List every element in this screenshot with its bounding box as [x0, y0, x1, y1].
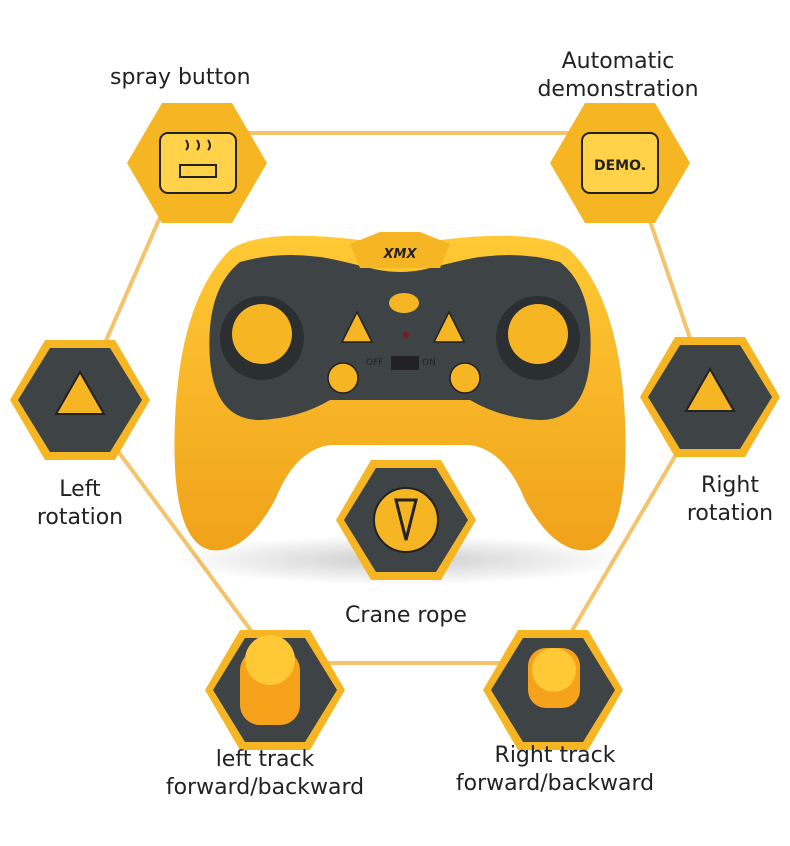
right-rotation-button[interactable] [432, 310, 466, 343]
switch-on-label: ON [422, 358, 436, 368]
label-line: rotation [686, 501, 774, 526]
label-line: rotation [36, 505, 124, 530]
controller: XMX [170, 232, 630, 585]
logo-plate [350, 232, 450, 268]
label-right-rotation: Right rotation [670, 472, 790, 528]
power-switch[interactable] [391, 356, 419, 370]
rotate-left-icon [54, 369, 106, 415]
controller-face [209, 255, 591, 420]
brand-logo: XMX [383, 247, 418, 262]
right-rotation-hex [640, 337, 780, 457]
label-spray: spray button [110, 65, 251, 90]
label-line: demonstration [537, 77, 699, 102]
left-track-hex [205, 630, 345, 750]
power-led [403, 332, 409, 338]
rope-up-button[interactable] [449, 362, 481, 394]
right-track-stick-icon [532, 648, 576, 692]
rope-down-button[interactable] [327, 362, 359, 394]
crane-down-button-face [373, 487, 439, 553]
label-left-rotation: Left rotation [20, 476, 140, 532]
switch-off-label: OFF [366, 358, 384, 368]
label-line: Left [59, 477, 101, 502]
crane-rope-hex [336, 460, 476, 580]
label-line: forward/backward [165, 775, 365, 800]
label-crane-rope: Crane rope [345, 603, 467, 628]
sound-button[interactable] [389, 293, 419, 313]
label-left-track: left track forward/backward [150, 746, 380, 802]
left-joystick[interactable] [232, 304, 292, 364]
crane-down-icon [394, 498, 418, 541]
left-track-stick-icon [245, 635, 295, 685]
demo-hex: DEMO. [550, 103, 690, 223]
right-joystick[interactable] [508, 304, 568, 364]
spray-hex [127, 103, 267, 223]
label-line: forward/backward [455, 771, 655, 796]
label-line: left track [215, 747, 315, 772]
label-right-track: Right track forward/backward [440, 742, 670, 798]
demo-button-face [581, 132, 659, 194]
label-line: Right track [494, 743, 616, 768]
left-rotation-hex [10, 340, 150, 460]
right-track-hex [483, 630, 623, 750]
left-rotation-button[interactable] [340, 310, 374, 343]
label-line: Automatic [561, 49, 675, 74]
rotate-right-icon [684, 366, 736, 412]
demo-button-label: DEMO. [594, 158, 646, 174]
label-automatic-demonstration: Automatic demonstration [528, 48, 708, 104]
spray-icon [179, 139, 217, 178]
label-line: Right [701, 473, 759, 498]
